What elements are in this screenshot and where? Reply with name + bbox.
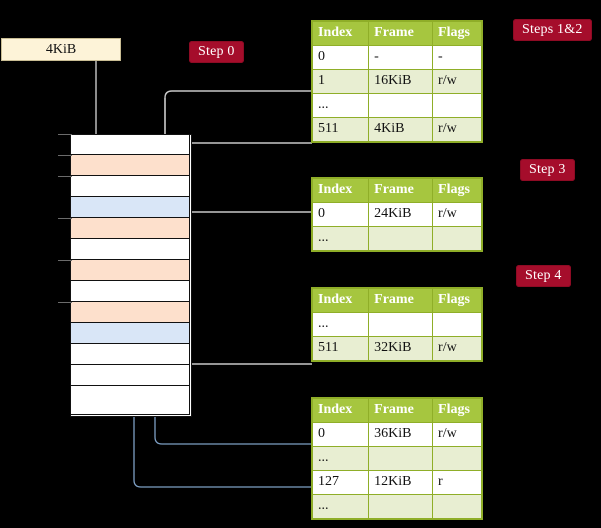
col-header-frame: Frame bbox=[368, 178, 434, 203]
col-header-index: Index bbox=[311, 398, 370, 423]
virtual-address-box: 4KiB bbox=[1, 38, 121, 61]
memory-row bbox=[70, 239, 190, 260]
cell-flags: r/w bbox=[432, 202, 482, 227]
cell-frame: 36KiB bbox=[368, 422, 434, 447]
memory-row bbox=[70, 134, 190, 155]
badge-steps-1-2: Steps 1&2 bbox=[513, 19, 592, 41]
memory-row bbox=[70, 260, 190, 281]
memory-tick bbox=[58, 134, 72, 135]
table-row: ... bbox=[311, 93, 482, 118]
table-row: 0 36KiB r/w bbox=[311, 422, 482, 447]
cell-index: ... bbox=[311, 226, 370, 251]
page-table-level1: Index Frame Flags 0 36KiB r/w ... 127 12… bbox=[311, 397, 483, 520]
cell-frame bbox=[368, 312, 434, 337]
col-header-flags: Flags bbox=[432, 178, 482, 203]
table-header-row: Index Frame Flags bbox=[311, 178, 482, 203]
cell-index: ... bbox=[311, 93, 370, 118]
table-row: ... bbox=[311, 494, 482, 519]
cell-flags bbox=[432, 494, 482, 519]
memory-tick bbox=[58, 176, 72, 177]
cell-frame bbox=[368, 93, 434, 118]
cell-flags bbox=[432, 446, 482, 471]
wire-level1-row127-up bbox=[133, 430, 142, 488]
cell-flags: r/w bbox=[432, 117, 482, 142]
cell-flags: - bbox=[432, 45, 482, 70]
badge-step-4-label: Step 4 bbox=[525, 268, 562, 283]
col-header-flags: Flags bbox=[432, 398, 482, 423]
table-row: ... bbox=[311, 446, 482, 471]
cell-index: 127 bbox=[311, 470, 370, 495]
memory-row bbox=[70, 394, 190, 415]
badge-step-4: Step 4 bbox=[516, 265, 571, 287]
memory-row bbox=[70, 281, 190, 302]
memory-row bbox=[70, 197, 190, 218]
cell-index: 1 bbox=[311, 69, 370, 94]
badge-step-0-label: Step 0 bbox=[198, 44, 235, 59]
table-row: 127 12KiB r bbox=[311, 470, 482, 495]
table-row: ... bbox=[311, 312, 482, 337]
table-row: ... bbox=[311, 226, 482, 251]
cell-index: ... bbox=[311, 312, 370, 337]
memory-tick bbox=[58, 260, 72, 261]
memory-row bbox=[70, 302, 190, 323]
badge-steps-1-2-label: Steps 1&2 bbox=[522, 22, 583, 37]
wire-level2-to-memory bbox=[175, 286, 312, 365]
cell-flags: r/w bbox=[432, 69, 482, 94]
cell-index: 0 bbox=[311, 422, 370, 447]
cell-index: 0 bbox=[311, 45, 370, 70]
cell-index: ... bbox=[311, 494, 370, 519]
memory-row bbox=[70, 176, 190, 197]
badge-step-3: Step 3 bbox=[520, 159, 575, 181]
table-row: 511 4KiB r/w bbox=[311, 117, 482, 142]
table-row: 511 32KiB r/w bbox=[311, 336, 482, 361]
cell-frame bbox=[368, 446, 434, 471]
col-header-index: Index bbox=[311, 178, 370, 203]
table-row: 0 - - bbox=[311, 45, 482, 70]
cell-flags bbox=[432, 93, 482, 118]
cell-flags: r/w bbox=[432, 336, 482, 361]
memory-tick bbox=[58, 155, 72, 156]
memory-row bbox=[70, 344, 190, 365]
badge-step-0: Step 0 bbox=[189, 41, 244, 63]
cell-flags bbox=[432, 312, 482, 337]
table-row: 1 16KiB r/w bbox=[311, 69, 482, 94]
table-row: 0 24KiB r/w bbox=[311, 202, 482, 227]
page-table-level2: Index Frame Flags ... 511 32KiB r/w bbox=[311, 287, 483, 362]
cell-frame: 32KiB bbox=[368, 336, 434, 361]
col-header-index: Index bbox=[311, 288, 370, 313]
memory-row bbox=[70, 365, 190, 386]
col-header-index: Index bbox=[311, 21, 370, 46]
memory-row bbox=[70, 155, 190, 176]
cell-index: ... bbox=[311, 446, 370, 471]
col-header-frame: Frame bbox=[368, 398, 434, 423]
col-header-frame: Frame bbox=[368, 21, 434, 46]
memory-tick bbox=[58, 302, 72, 303]
table-header-row: Index Frame Flags bbox=[311, 288, 482, 313]
memory-tick bbox=[58, 218, 72, 219]
page-table-level3: Index Frame Flags 0 24KiB r/w ... bbox=[311, 177, 483, 252]
virtual-address-label: 4KiB bbox=[45, 42, 77, 57]
page-table-pml4: Index Frame Flags 0 - - 1 16KiB r/w ... … bbox=[311, 20, 483, 143]
cell-frame: - bbox=[368, 45, 434, 70]
cell-frame bbox=[368, 494, 434, 519]
badge-step-3-label: Step 3 bbox=[529, 162, 566, 177]
cell-frame: 24KiB bbox=[368, 202, 434, 227]
cell-index: 0 bbox=[311, 202, 370, 227]
cell-index: 511 bbox=[311, 117, 370, 142]
table-header-row: Index Frame Flags bbox=[311, 21, 482, 46]
cell-frame: 12KiB bbox=[368, 470, 434, 495]
table-header-row: Index Frame Flags bbox=[311, 398, 482, 423]
cell-frame bbox=[368, 226, 434, 251]
col-header-flags: Flags bbox=[432, 288, 482, 313]
memory-row bbox=[70, 218, 190, 239]
cell-index: 511 bbox=[311, 336, 370, 361]
cell-frame: 16KiB bbox=[368, 69, 434, 94]
cell-frame: 4KiB bbox=[368, 117, 434, 142]
col-header-flags: Flags bbox=[432, 21, 482, 46]
cell-flags: r/w bbox=[432, 422, 482, 447]
memory-row bbox=[70, 323, 190, 344]
col-header-frame: Frame bbox=[368, 288, 434, 313]
cell-flags: r bbox=[432, 470, 482, 495]
cell-flags bbox=[432, 226, 482, 251]
